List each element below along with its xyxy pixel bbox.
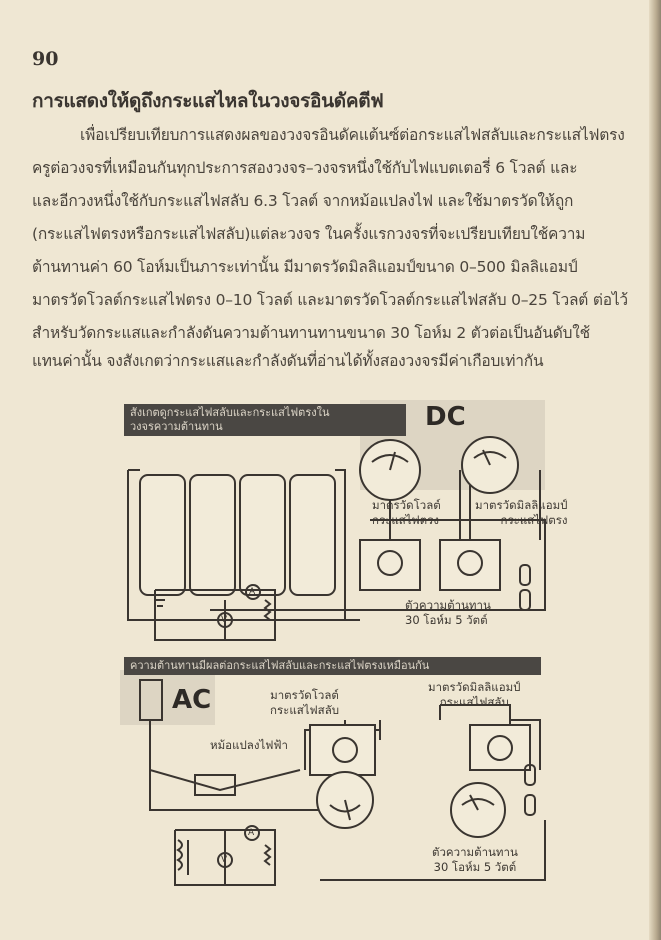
label-line: 30 โอห์ม 5 วัตต์ xyxy=(433,860,517,874)
ac-schematic-voltmeter: V xyxy=(221,855,228,865)
label-line: 30 โอห์ม 5 วัตต์ xyxy=(405,613,488,627)
section-title: การแสดงให้ดูถึงกระแสไหลในวงจรอินดัคตีฟ xyxy=(32,90,384,112)
page-binding-edge xyxy=(649,0,661,940)
dc-caption-line: สังเกตดูกระแสไฟสลับและกระแสไฟตรงใน xyxy=(130,406,330,419)
dc-ammeter-label: มาตรวัดมิลลิแอมป์กระแสไฟตรง xyxy=(475,498,567,528)
ac-voltmeter-label: มาตรวัดโวลต์กระแสไฟสลับ xyxy=(270,688,339,718)
dc-schematic-ammeter: A xyxy=(249,587,256,597)
paragraph-line: เพื่อเปรียบเทียบการแสดงผลของวงจรอินดัคแต… xyxy=(80,126,625,144)
paragraph-line: ต้านทานค่า 60 โอห์มเป็นภาระเท่านั้น มีมา… xyxy=(32,258,578,276)
label-line: มาตรวัดโวลต์ xyxy=(270,688,339,702)
dc-voltmeter-label: มาตรวัดโวลต์กระแสไฟตรง xyxy=(372,498,441,528)
paragraph-line: สำหรับวัดกระแสและกำลังดันความต้านทานทานข… xyxy=(32,324,590,342)
ac-ammeter-label: มาตรวัดมิลลิแอมป์กระแสไฟสลับ xyxy=(428,680,520,710)
label-line: ตัวความต้านทาน xyxy=(405,598,491,612)
label-line: กระแสไฟสลับ xyxy=(270,703,340,717)
paragraph-line: ครูต่อวงจรที่เหมือนกันทุกประการสองวงจร–ว… xyxy=(32,159,578,177)
dc-caption: สังเกตดูกระแสไฟสลับและกระแสไฟตรงใน วงจรค… xyxy=(124,404,406,436)
dc-schematic-voltmeter: V xyxy=(221,615,228,625)
transformer-label: หม้อแปลงไฟฟ้า xyxy=(210,738,288,752)
paragraph-line: แทนค่านั้น จงสังเกตว่ากระแสและกำลังดันที… xyxy=(32,352,544,370)
label-line: มาตรวัดมิลลิแอมป์ xyxy=(475,498,568,512)
label-line: ตัวความต้านทาน xyxy=(432,845,518,859)
ac-caption: ความต้านทานมีผลต่อกระแสไฟสลับและกระแสไฟต… xyxy=(124,657,541,675)
label-line: มาตรวัดมิลลิแอมป์ xyxy=(428,680,521,694)
label-line: มาตรวัดโวลต์ xyxy=(372,498,441,512)
ac-schematic-ammeter: A xyxy=(248,828,255,838)
battery-cells xyxy=(139,474,336,596)
ac-badge: AC xyxy=(172,685,212,715)
label-line: กระแสไฟตรง xyxy=(372,513,439,527)
label-line: กระแสไฟตรง xyxy=(500,513,568,527)
label-line: กระแสไฟสลับ xyxy=(439,695,509,709)
paragraph-line: มาตรวัดโวลต์กระแสไฟตรง 0–10 โวลต์ และมาต… xyxy=(32,291,628,309)
dc-badge: DC xyxy=(425,402,466,432)
dc-caption-line: วงจรความต้านทาน xyxy=(130,420,223,433)
page-number: 90 xyxy=(32,48,59,70)
paragraph-line: (กระแสไฟตรงหรือกระแสไฟสลับ)แต่ละวงจร ในค… xyxy=(32,225,586,243)
paragraph-line: และอีกวงหนึ่งใช้กับกระแสไฟสลับ 6.3 โวลต์… xyxy=(32,192,574,210)
